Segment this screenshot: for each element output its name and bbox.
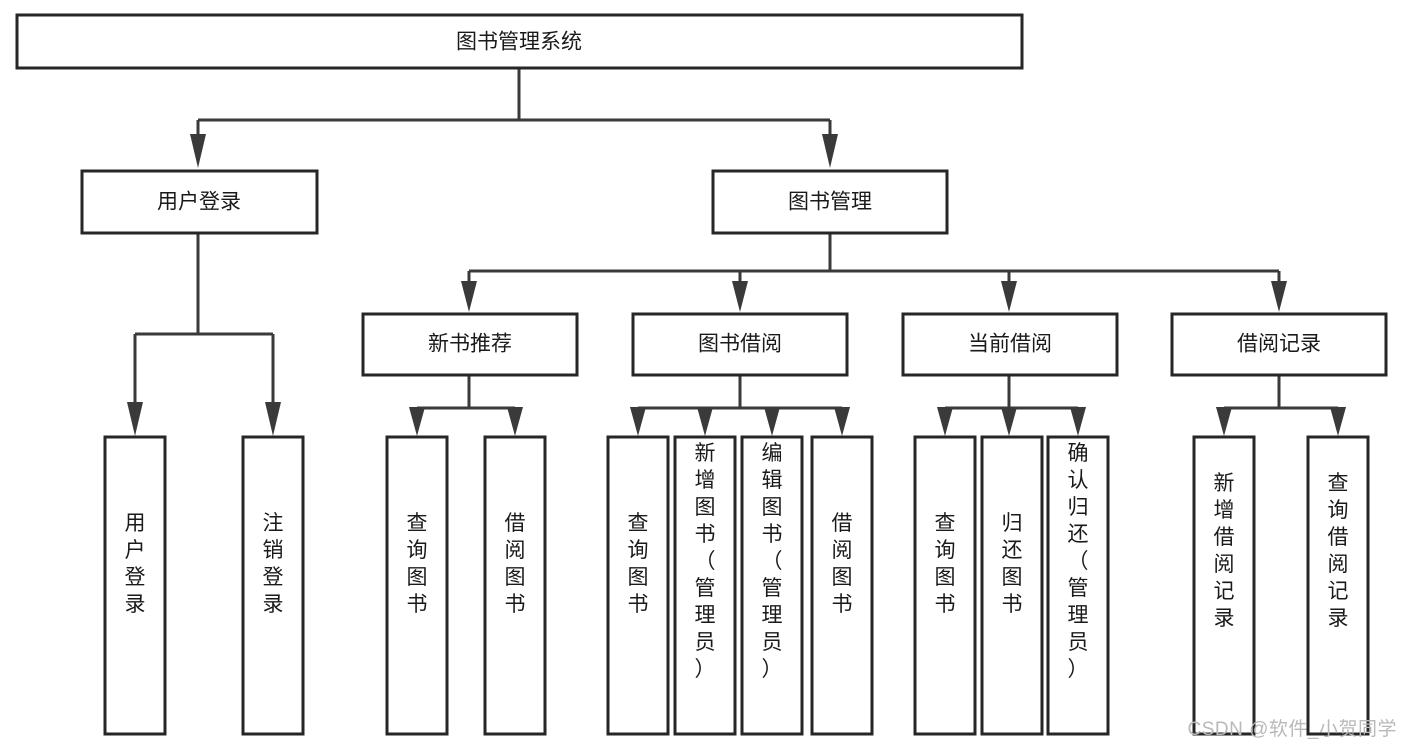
node-leaf-user-login-label: 用户登录: [125, 512, 146, 616]
node-user-login-box[interactable]: [80, 169, 319, 235]
arrow-head-leaf-user-logout: [265, 402, 281, 436]
arrow-head-leaf-add-book: [697, 407, 713, 436]
node-leaf-return-book-box[interactable]: [980, 435, 1044, 736]
node-book-manage-label: 图书管理: [788, 191, 872, 214]
node-book-manage-box[interactable]: [711, 169, 949, 235]
node-user-login[interactable]: 用户登录: [80, 169, 319, 235]
node-leaf-user-logout-label: 注销登录: [263, 512, 284, 616]
node-leaf-return-book-label: 归还图书: [1002, 512, 1023, 616]
node-borrow-record-label: 借阅记录: [1237, 333, 1321, 356]
arrow-head-leaf-return-book: [1001, 407, 1017, 436]
node-root[interactable]: 图书管理系统: [15, 13, 1024, 70]
node-leaf-borrow-book-1-label: 借阅图书: [505, 512, 526, 616]
node-root-label: 图书管理系统: [456, 31, 582, 54]
node-leaf-query-book-2-box[interactable]: [606, 435, 670, 736]
arrow-head-leaf-edit-book: [764, 407, 780, 436]
node-leaf-query-book-3-box[interactable]: [913, 435, 977, 736]
node-borrow-record[interactable]: 借阅记录: [1170, 312, 1388, 377]
node-new-book-rec-label: 新书推荐: [428, 333, 512, 356]
node-book-borrow-box[interactable]: [631, 312, 849, 377]
node-leaf-add-record-box[interactable]: [1192, 435, 1256, 736]
arrow-head-leaf-query-record: [1330, 407, 1346, 436]
node-leaf-user-login-box[interactable]: [103, 435, 167, 736]
arrow-head-leaf-confirm-return: [1070, 407, 1086, 436]
node-leaf-edit-book-label: 编辑图书（管理员）: [762, 442, 783, 681]
arrow-head-leaf-borrow-book-2: [834, 407, 850, 436]
arrow-head-leaf-query-book-1: [409, 407, 425, 436]
arrow-head-book-borrow: [732, 281, 748, 312]
arrow-head-leaf-borrow-book-1: [507, 407, 523, 436]
node-book-borrow[interactable]: 图书借阅: [631, 312, 849, 377]
arrow-head-leaf-user-login: [127, 402, 143, 436]
arrow-head-current-borrow: [1001, 281, 1017, 312]
arrow-head-book-manage: [822, 134, 838, 168]
node-user-login-label: 用户登录: [157, 191, 241, 214]
arrow-head-borrow-record: [1271, 281, 1287, 312]
node-leaf-add-book-label: 新增图书（管理员）: [695, 442, 716, 681]
node-leaf-query-book-1-label: 查询图书: [407, 512, 428, 616]
node-book-borrow-label: 图书借阅: [698, 333, 782, 356]
node-leaf-query-book-1-box[interactable]: [385, 435, 449, 736]
arrow-head-leaf-query-book-3: [937, 407, 953, 436]
node-book-manage[interactable]: 图书管理: [711, 169, 949, 235]
csdn-watermark: CSDN @软件_小贺同学: [1187, 719, 1397, 740]
node-root-box[interactable]: [15, 13, 1024, 70]
node-leaf-query-record-box[interactable]: [1306, 435, 1370, 736]
node-leaf-query-book-3-label: 查询图书: [935, 512, 956, 616]
arrow-head-leaf-query-book-2: [630, 407, 646, 436]
leaf-boxes-layer: [103, 435, 1370, 736]
node-current-borrow-label: 当前借阅: [968, 333, 1052, 356]
connector-layer: [127, 68, 1346, 436]
node-leaf-edit-book-box[interactable]: [740, 435, 804, 736]
node-leaf-add-record-label: 新增借阅记录: [1214, 472, 1235, 630]
arrow-head-leaf-add-record: [1216, 407, 1232, 436]
node-leaf-borrow-book-2-label: 借阅图书: [832, 512, 853, 616]
leaf-labels-layer: 用户登录 注销登录 查询图书 借阅图书 查询图书 新增图书（管理员） 编辑图书（…: [125, 442, 1349, 681]
arrow-head-user-login: [190, 134, 206, 168]
node-leaf-borrow-book-2-box[interactable]: [810, 435, 874, 736]
arrow-head-new-book-rec: [461, 281, 477, 312]
node-leaf-add-book-box[interactable]: [673, 435, 737, 736]
node-new-book-rec-box[interactable]: [361, 312, 579, 377]
node-leaf-query-book-2-label: 查询图书: [628, 512, 649, 616]
node-leaf-confirm-return-box[interactable]: [1046, 435, 1110, 736]
node-current-borrow-box[interactable]: [901, 312, 1119, 377]
node-leaf-borrow-book-1-box[interactable]: [483, 435, 547, 736]
node-leaf-user-logout-box[interactable]: [241, 435, 305, 736]
node-new-book-rec[interactable]: 新书推荐: [361, 312, 579, 377]
node-leaf-query-record-label: 查询借阅记录: [1328, 472, 1349, 630]
node-current-borrow[interactable]: 当前借阅: [901, 312, 1119, 377]
node-leaf-confirm-return-label: 确认归还（管理员）: [1068, 442, 1089, 681]
node-borrow-record-box[interactable]: [1170, 312, 1388, 377]
